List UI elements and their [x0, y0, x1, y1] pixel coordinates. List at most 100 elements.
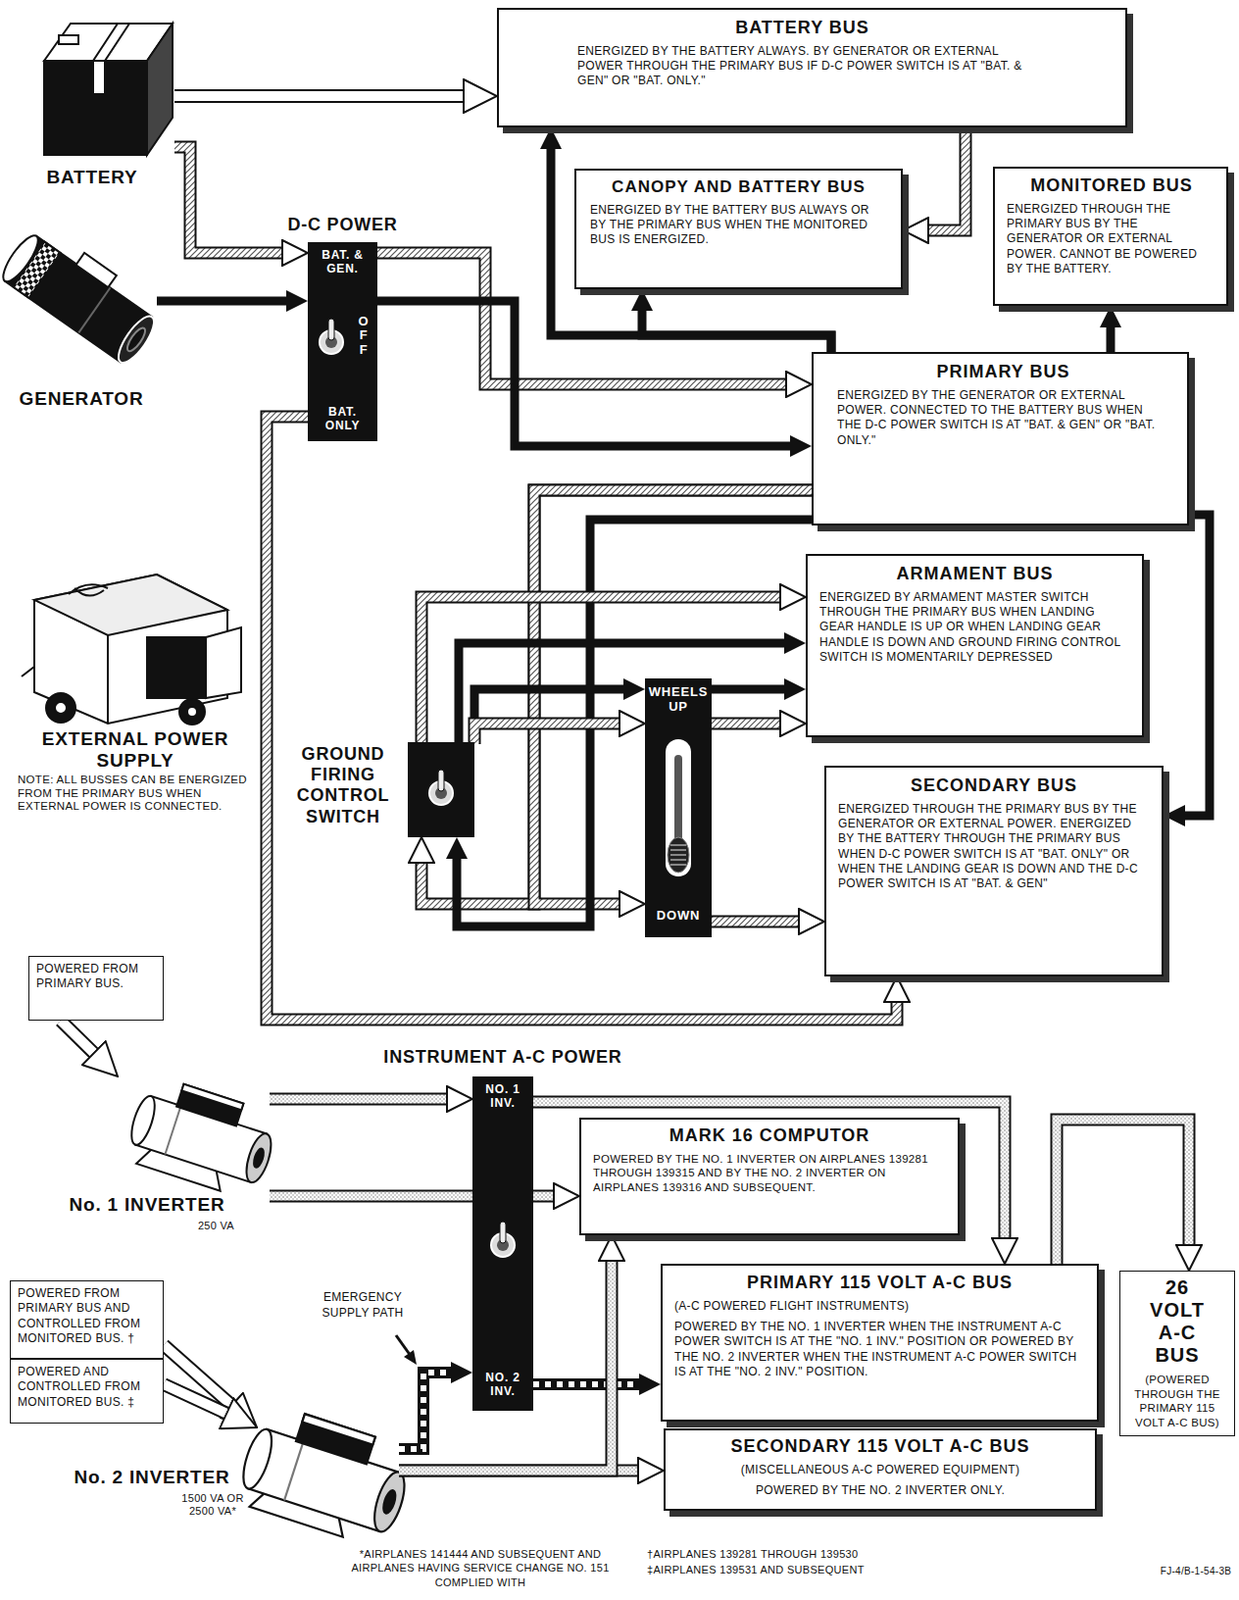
switch-label: NO. 2 INV. — [474, 1370, 532, 1398]
box-body: POWERED BY THE NO. 2 INVERTER ONLY. — [677, 1483, 1084, 1498]
part-name: EXTERNAL POWER SUPPLY — [21, 728, 249, 773]
box-body: ENERGIZED BY THE BATTERY ALWAYS. BY GENE… — [577, 44, 1028, 90]
note-text: POWERED FROM PRIMARY BUS AND CONTROLLED … — [17, 1286, 156, 1346]
bus-connector — [60, 1020, 95, 1053]
bus-connector — [533, 1101, 1005, 1239]
switch-label: OFF — [356, 314, 371, 357]
connector-line — [377, 300, 791, 447]
switch-label: WHEELS UP — [646, 684, 710, 715]
box-body: (A-C POWERED FLIGHT INSTRUMENTS) — [674, 1298, 1086, 1314]
box-heading: ARMAMENT BUS — [819, 563, 1131, 585]
switch-symbol — [407, 742, 475, 838]
note-box: POWERED FROM PRIMARY BUS. — [28, 955, 164, 1021]
connector-line — [266, 416, 897, 1020]
box-body: POWERED BY THE NO. 1 INVERTER WHEN THE I… — [674, 1319, 1086, 1380]
connector-line — [174, 89, 464, 103]
switch-label: NO. 1 INV. — [474, 1082, 532, 1110]
ac-bus-box: 26 VOLT A-C BUS(POWERED THROUGH THE PRIM… — [1119, 1270, 1236, 1437]
switch-label: BAT. ONLY — [310, 404, 375, 433]
connector-line — [474, 689, 624, 744]
connector-line — [533, 1378, 640, 1390]
bus-connector — [1110, 327, 1112, 352]
part-note: NOTE: ALL BUSSES CAN BE ENERGIZED FROM T… — [17, 773, 251, 814]
connector-line — [174, 91, 464, 101]
bus-connector — [474, 723, 620, 744]
leader-arrow — [396, 1335, 417, 1365]
landing-gear-switch: WHEELS UP DOWN — [644, 678, 712, 938]
note-text: POWERED AND CONTROLLED FROM MONITORED BU… — [17, 1364, 156, 1410]
connector-line — [711, 717, 781, 731]
box-heading: SECONDARY 115 VOLT A-C BUS — [677, 1436, 1084, 1457]
part-note: 250 VA — [151, 1219, 235, 1233]
box-body: (MISCELLANEOUS A-C POWERED EQUIPMENT) — [677, 1462, 1084, 1478]
computer-box: MARK 16 COMPUTORPOWERED BY THE NO. 1 INV… — [579, 1117, 960, 1236]
bus-connector — [163, 1384, 227, 1414]
switch-symbol — [644, 678, 712, 938]
connector-line — [421, 490, 812, 904]
connector-line — [533, 1101, 1005, 1239]
box-heading: PRIMARY 115 VOLT A-C BUS — [674, 1272, 1086, 1293]
bus-connector — [421, 490, 812, 904]
part-name: No. 1 INVERTER — [53, 1193, 241, 1216]
connector-line — [269, 1094, 447, 1104]
bus-connector — [269, 1098, 447, 1100]
bus-box: SECONDARY BUSENERGIZED THROUGH THE PRIMA… — [824, 765, 1164, 977]
bus-connector — [174, 147, 283, 253]
box-body: ENERGIZED BY THE GENERATOR OR EXTERNAL P… — [837, 388, 1170, 448]
connector-line — [711, 915, 799, 929]
connector-line — [474, 723, 620, 744]
connector-line — [1056, 1119, 1190, 1264]
note-box: POWERED FROM PRIMARY BUS AND CONTROLLED … — [9, 1280, 164, 1359]
bus-connector — [533, 1384, 640, 1386]
bus-connector — [377, 300, 791, 447]
box-heading: MARK 16 COMPUTOR — [593, 1125, 946, 1146]
bus-connector — [711, 723, 781, 725]
switch-label: BAT. & GEN. — [310, 247, 375, 276]
connector-line — [398, 1372, 451, 1449]
part-name: BATTERY — [43, 166, 142, 189]
bus-connector — [711, 921, 799, 923]
box-body: ENERGIZED BY ARMAMENT MASTER SWITCH THRO… — [819, 590, 1131, 666]
connector-line — [174, 147, 283, 253]
connector-line — [60, 1020, 95, 1053]
connector-line — [156, 297, 287, 306]
switch-label: D-C POWER — [239, 214, 447, 236]
instrument-ac-power-switch: INSTRUMENT A-C POWERNO. 1 INV.NO. 2 INV. — [472, 1076, 534, 1411]
inverter-1-illustration — [121, 1072, 283, 1202]
connector-line — [928, 127, 966, 231]
bus-connector — [711, 689, 785, 691]
bus-connector — [928, 127, 966, 231]
footnote: †AIRPLANES 139281 THROUGH 139530 — [646, 1546, 961, 1561]
bus-connector — [1185, 514, 1210, 816]
box-body: ENERGIZED THROUGH THE PRIMARY BUS BY THE… — [1006, 201, 1217, 278]
connector-line — [1106, 327, 1116, 352]
note-box: POWERED AND CONTROLLED FROM MONITORED BU… — [9, 1358, 164, 1424]
bus-connector — [474, 689, 624, 744]
bus-connector — [456, 519, 812, 927]
ground-firing-control-switch: GROUND FIRING CONTROL SWITCH — [407, 742, 475, 838]
bus-box: BATTERY BUS ENERGIZED BY THE BATTERY ALWA… — [496, 7, 1128, 128]
bus-box: MONITORED BUSENERGIZED THROUGH THE PRIMA… — [992, 166, 1229, 306]
bus-connector — [398, 1372, 451, 1449]
connector-line — [642, 310, 832, 352]
ac-bus-box: SECONDARY 115 VOLT A-C BUS (MISCELLANEOUS… — [663, 1428, 1097, 1511]
drawing-number: FJ-4/B-1-54-3B — [1156, 1564, 1236, 1578]
footnote: *AIRPLANES 141444 AND SUBSEQUENT AND AIR… — [333, 1546, 628, 1589]
part-note: 1500 VA OR 2500 VA* — [171, 1491, 254, 1518]
connector-line — [533, 1381, 640, 1388]
bus-connector — [534, 490, 812, 904]
switch-symbol — [472, 1076, 534, 1411]
connector-line — [269, 1092, 447, 1106]
part-name: No. 2 INVERTER — [53, 1466, 250, 1488]
box-heading: SECONDARY BUS — [838, 775, 1150, 796]
connector-line — [163, 1384, 227, 1414]
box-heading: BATTERY BUS — [577, 17, 1028, 39]
connector-line — [474, 723, 620, 744]
connector-line — [163, 1384, 227, 1414]
connector-line — [533, 1101, 1005, 1239]
box-body: (POWERED THROUGH THE PRIMARY 115 VOLT A-… — [1127, 1372, 1228, 1431]
bus-connector — [174, 96, 464, 98]
box-heading: 26 VOLT A-C BUS — [1142, 1276, 1212, 1367]
box-body: ENERGIZED BY THE BATTERY BUS ALWAYS OR B… — [590, 202, 888, 248]
switch-label: DOWN — [646, 907, 710, 923]
